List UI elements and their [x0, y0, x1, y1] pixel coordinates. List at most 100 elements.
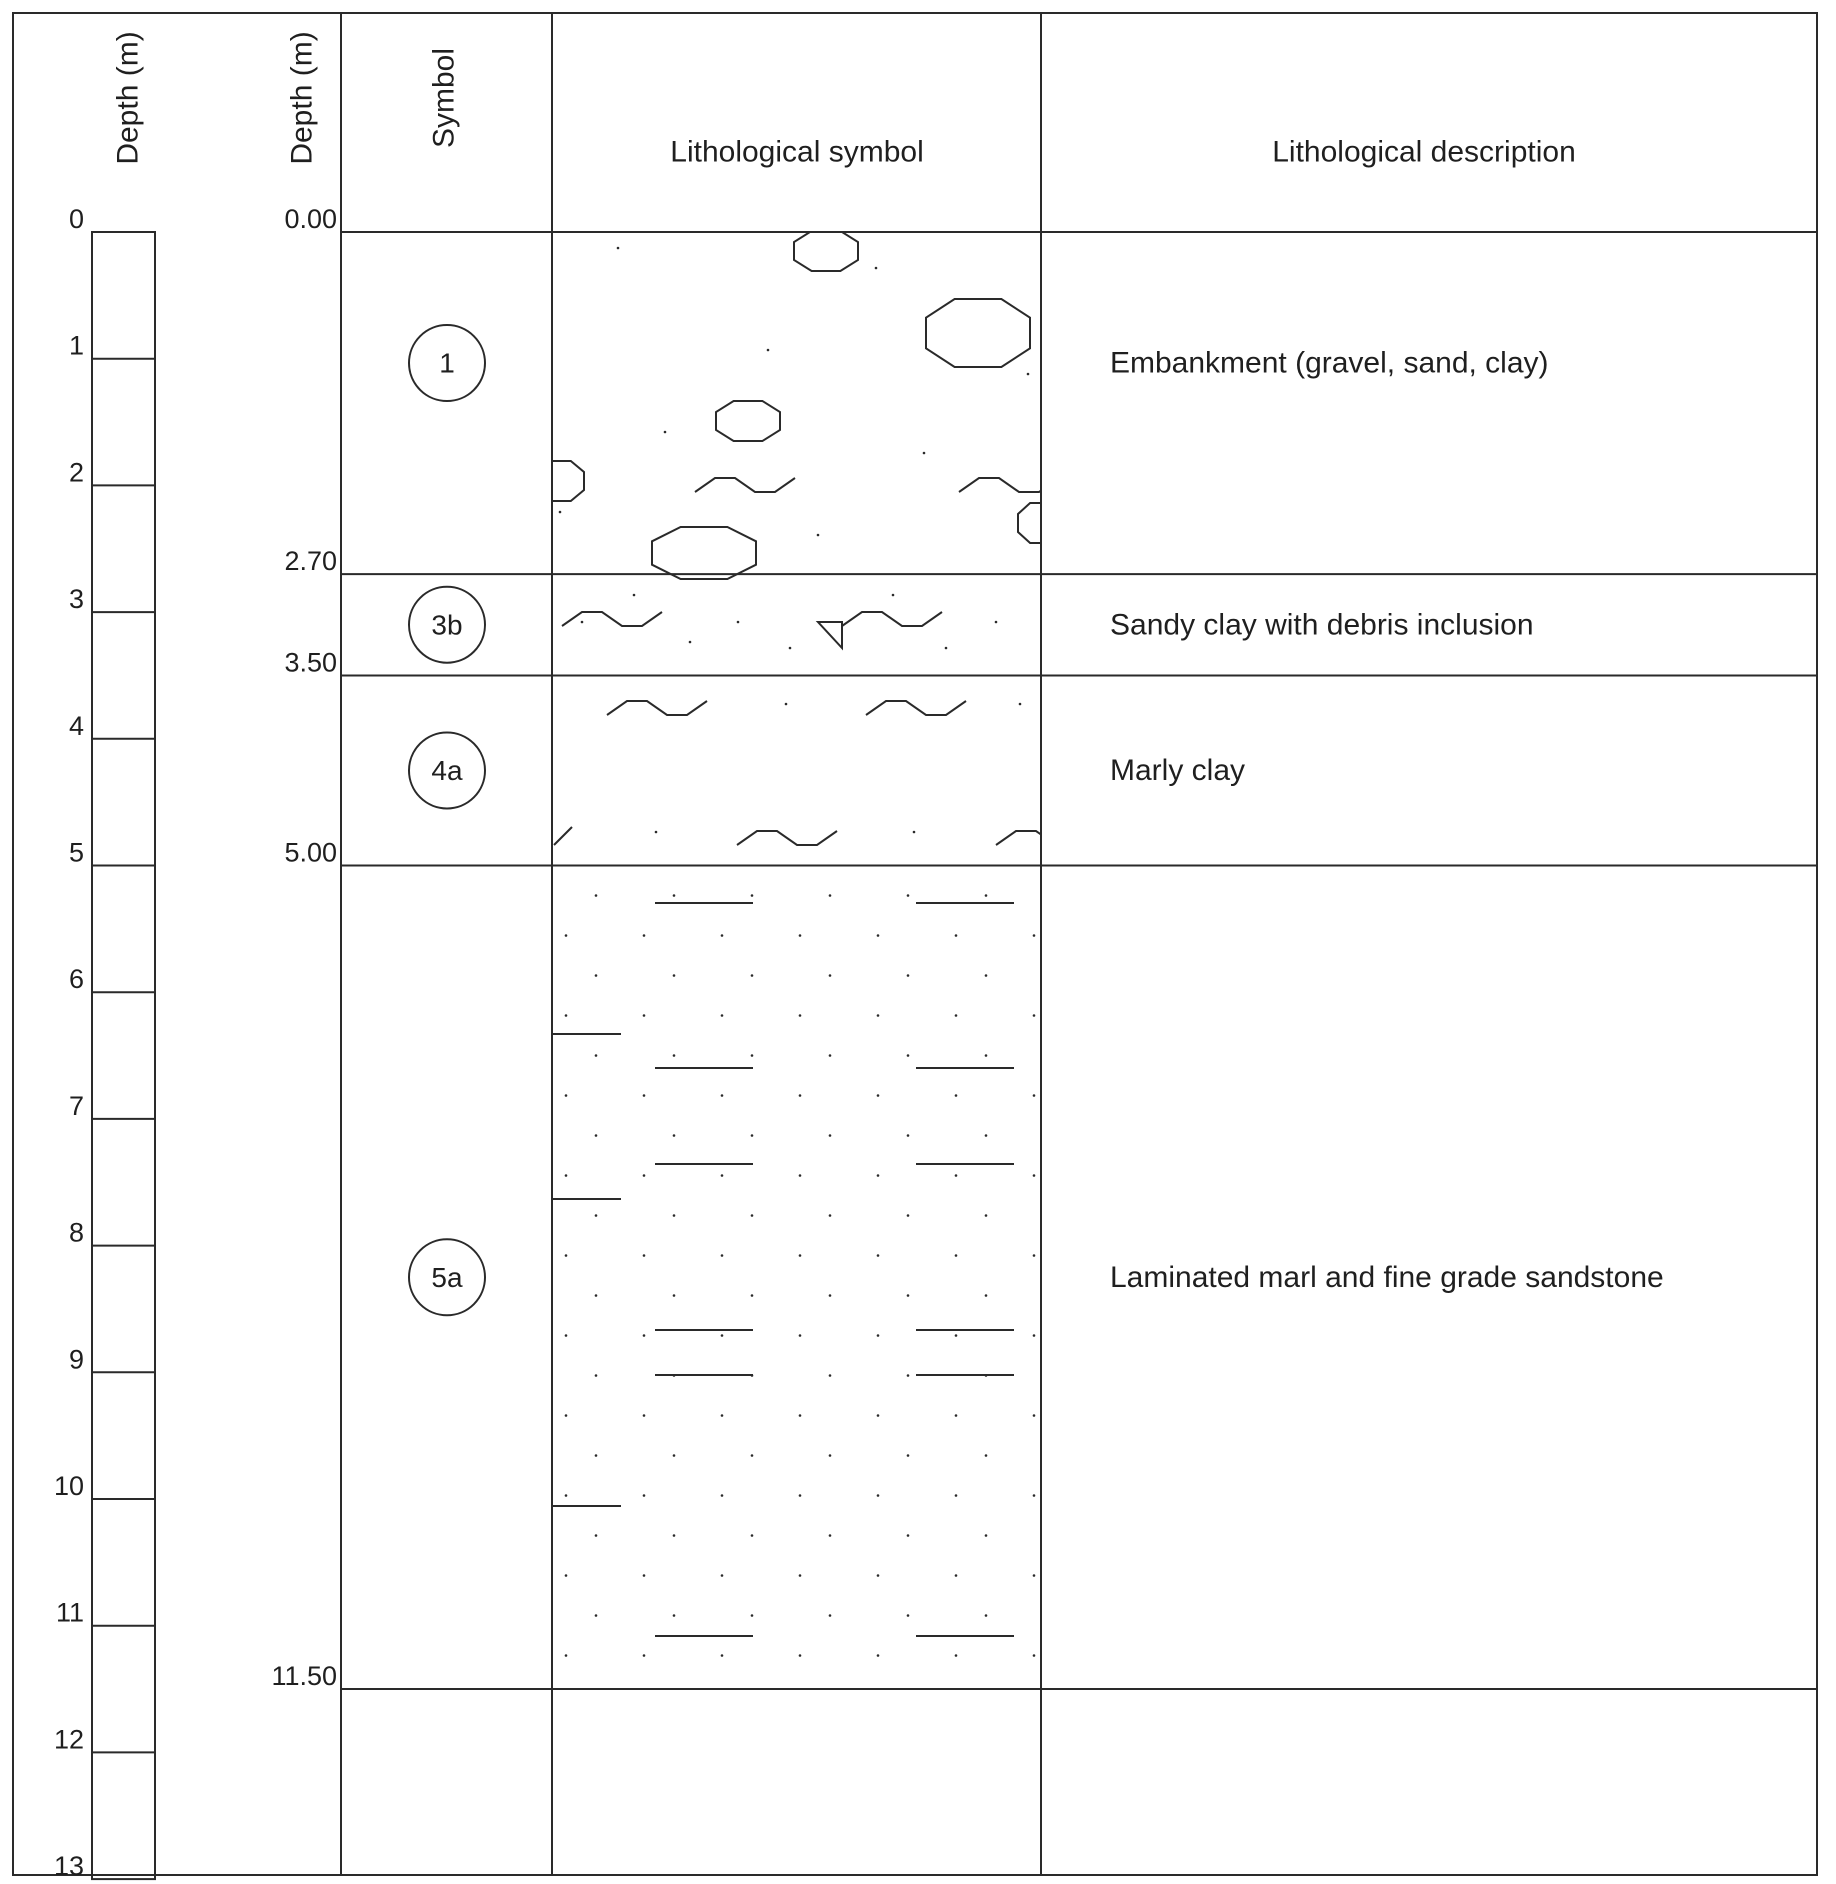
layer-symbol-label: 4a: [431, 755, 463, 786]
sand-dot: [564, 1254, 568, 1257]
sand-dot: [642, 934, 646, 937]
gravel-pebble: [1017, 502, 1040, 544]
sand-dot: [750, 974, 754, 977]
header-depth-scale: Depth (m): [112, 31, 145, 164]
sand-dot: [798, 1094, 802, 1097]
sand-dot: [906, 894, 910, 897]
sand-dot: [720, 1174, 724, 1177]
sand-dot: [750, 1294, 754, 1297]
sand-dot: [642, 1414, 646, 1417]
sand-dot: [564, 1494, 568, 1497]
sand-dot: [642, 1494, 646, 1497]
sand-dot: [688, 640, 692, 644]
sand-dot: [984, 1614, 988, 1617]
depth-bottom-label: 11.50: [271, 1661, 337, 1691]
sand-dot: [828, 894, 832, 897]
sand-dot: [616, 246, 620, 250]
layer-symbol-circle: [408, 324, 486, 403]
scale-tick-label: 2: [69, 457, 84, 487]
scale-tick-label: 6: [69, 964, 84, 994]
sand-dot: [594, 1534, 598, 1537]
sand-dot: [906, 1374, 910, 1377]
clay-wave: [995, 830, 1040, 846]
sand-dot: [876, 1494, 880, 1497]
sand-dot: [672, 1614, 676, 1617]
sand-dot: [564, 1574, 568, 1577]
scale-tick-label: 5: [69, 838, 84, 868]
sand-dot: [798, 1494, 802, 1497]
sand-dot: [1032, 1654, 1036, 1657]
depth-bottom-label: 5.00: [284, 838, 337, 868]
sand-dot: [784, 702, 788, 706]
sand-dot: [1032, 1334, 1036, 1337]
sand-dot: [642, 1654, 646, 1657]
sand-dot: [906, 1214, 910, 1217]
scale-tick-label: 4: [69, 711, 84, 741]
sand-dot: [750, 1454, 754, 1457]
layer-description: Embankment (gravel, sand, clay): [1110, 347, 1549, 380]
sand-dot: [798, 1174, 802, 1177]
gravel-pebble: [553, 460, 585, 502]
sand-dot: [906, 1294, 910, 1297]
sand-dot: [984, 1534, 988, 1537]
sand-dot: [944, 646, 948, 650]
sand-dot: [828, 1614, 832, 1617]
sand-dot: [876, 1654, 880, 1657]
clay-wave: [553, 826, 573, 846]
sand-dot: [798, 1014, 802, 1017]
sand-dot: [828, 1214, 832, 1217]
sand-dot: [798, 934, 802, 937]
sand-dot: [672, 1214, 676, 1217]
sand-dot: [1032, 1574, 1036, 1577]
sand-dot: [720, 1334, 724, 1337]
sand-dot: [580, 620, 584, 624]
sand-dot: [720, 1414, 724, 1417]
sand-dot: [672, 1054, 676, 1057]
clay-wave: [865, 700, 967, 716]
sand-dot: [876, 1254, 880, 1257]
sand-dot: [720, 934, 724, 937]
sand-dot: [798, 1654, 802, 1657]
sand-dot: [564, 1334, 568, 1337]
layer-symbol-label: 5a: [431, 1262, 463, 1293]
scale-tick-label: 9: [69, 1344, 84, 1374]
layer-symbol-circle: [408, 1238, 486, 1317]
table-grid: [12, 12, 1818, 1876]
sand-dot: [1018, 702, 1022, 706]
sand-dot: [954, 934, 958, 937]
sand-dot: [984, 1054, 988, 1057]
sand-dot: [954, 1494, 958, 1497]
sand-dot: [828, 1374, 832, 1377]
sand-dot: [876, 1574, 880, 1577]
sand-dot: [720, 1014, 724, 1017]
clay-wave: [736, 830, 838, 846]
sand-dot: [798, 1414, 802, 1417]
sand-dot: [672, 1454, 676, 1457]
sand-dot: [642, 1574, 646, 1577]
scale-tick-label: 3: [69, 584, 84, 614]
gravel-pebble: [715, 400, 781, 442]
sand-dot: [954, 1654, 958, 1657]
sand-dot: [672, 1134, 676, 1137]
sand-dot: [994, 620, 998, 624]
depth-bottom-label: 3.50: [284, 647, 337, 677]
sand-dot: [798, 1334, 802, 1337]
sand-dot: [954, 1094, 958, 1097]
sand-dot: [642, 1254, 646, 1257]
sand-dot: [1026, 372, 1030, 376]
sand-dot: [736, 620, 740, 624]
sand-dot: [750, 1214, 754, 1217]
sand-dot: [984, 1294, 988, 1297]
scale-tick-label: 0: [69, 204, 84, 234]
sand-dot: [766, 348, 770, 352]
header-lithological-description: Lithological description: [1272, 136, 1576, 169]
clay-wave: [606, 700, 708, 716]
sand-dot: [906, 1054, 910, 1057]
sand-dot: [984, 894, 988, 897]
sand-dot: [828, 1294, 832, 1297]
scale-tick-label: 7: [69, 1091, 84, 1121]
depth-top-label: 0.00: [284, 204, 337, 234]
sand-dot: [594, 1134, 598, 1137]
gravel-pebble: [793, 232, 859, 272]
